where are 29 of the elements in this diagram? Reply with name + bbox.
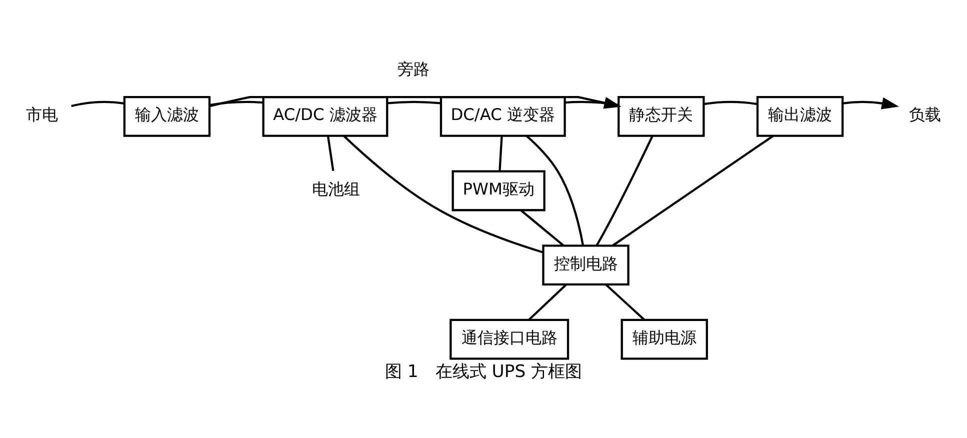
node-box: 通信接口电路 <box>450 318 570 360</box>
node-box: 输出滤波 <box>756 96 844 137</box>
connector <box>71 100 125 108</box>
connector <box>564 100 619 106</box>
node-box: PWM驱动 <box>452 170 546 212</box>
node-box: DC/AC 逆变器 <box>440 96 566 137</box>
connector <box>209 100 263 106</box>
connector <box>498 136 503 171</box>
connector <box>526 135 584 246</box>
node-text: 市电 <box>26 105 58 124</box>
node-box: 静态开关 <box>618 96 705 137</box>
node-text: 负载 <box>908 105 941 124</box>
node-box: 输入滤波 <box>123 96 211 137</box>
connector <box>605 284 645 321</box>
node-box: 辅助电源 <box>620 318 708 360</box>
connector <box>612 135 774 246</box>
connector <box>326 136 334 172</box>
node-box: 控制电路 <box>542 244 630 286</box>
connector <box>704 100 758 106</box>
node-box: AC/DC 滤波器 <box>262 96 388 137</box>
connector <box>528 284 567 320</box>
connector <box>520 210 564 246</box>
connector <box>387 100 441 104</box>
arrow <box>842 97 899 110</box>
connector <box>596 136 654 246</box>
caption: 图 1 在线式 UPS 方框图 <box>384 362 582 382</box>
node-text: 电池组 <box>312 180 360 199</box>
connector <box>343 135 544 254</box>
edge-label: 旁路 <box>398 59 430 78</box>
